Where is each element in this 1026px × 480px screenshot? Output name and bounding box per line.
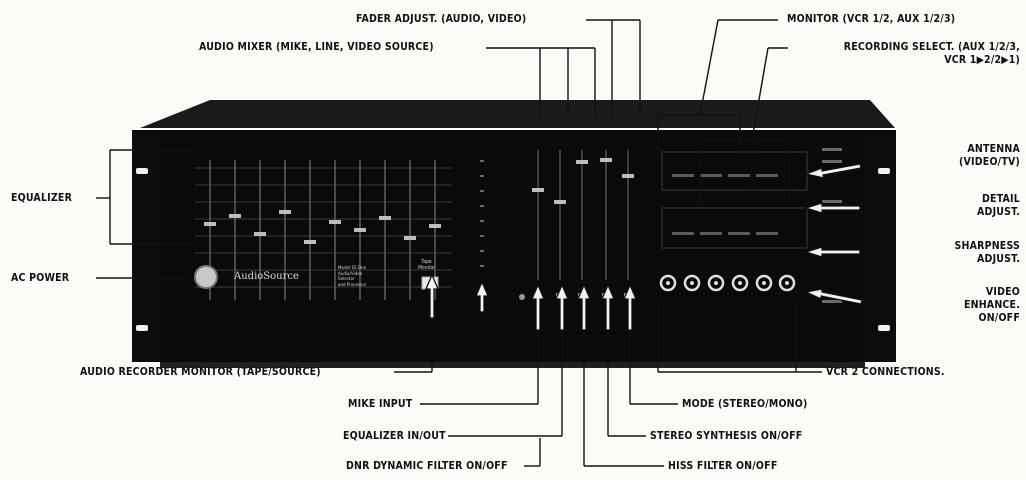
label-fader-adjust: FADER ADJUST. (AUDIO, VIDEO): [356, 13, 526, 26]
label-recording-select: RECORDING SELECT. (AUX 1/2/3, VCR 1▶2/2▶…: [844, 41, 1020, 67]
power-knob[interactable]: [195, 266, 217, 288]
label-detail-adjust: DETAIL ADJUST.: [977, 193, 1020, 219]
label-vcr2-connections: VCR 2 CONNECTIONS.: [826, 366, 945, 379]
label-antenna: ANTENNA (VIDEO/TV): [959, 143, 1020, 169]
label-mike-input: MIKE INPUT: [348, 398, 412, 411]
label-equalizer: EQUALIZER: [11, 192, 72, 205]
label-equalizer-in-out: EQUALIZER IN/OUT: [343, 430, 446, 443]
label-sharpness-adjust: SHARPNESS ADJUST.: [954, 240, 1020, 266]
label-video-enhance: VIDEO ENHANCE. ON/OFF: [964, 286, 1020, 325]
label-mode: MODE (STEREO/MONO): [682, 398, 808, 411]
label-audio-recorder-monitor: AUDIO RECORDER MONITOR (TAPE/SOURCE): [80, 366, 321, 379]
label-monitor: MONITOR (VCR 1/2, AUX 1/2/3): [787, 13, 955, 26]
label-hiss-filter: HISS FILTER ON/OFF: [668, 460, 777, 473]
device-top: [140, 100, 895, 128]
brand-logo: AudioSource: [234, 271, 299, 282]
label-stereo-synthesis: STEREO SYNTHESIS ON/OFF: [650, 430, 802, 443]
model-text: Model SS One Audio/Video Selector and Pr…: [338, 266, 366, 288]
label-ac-power: AC POWER: [11, 272, 69, 285]
label-audio-mixer: AUDIO MIXER (MIKE, LINE, VIDEO SOURCE): [199, 41, 434, 54]
mike-jack[interactable]: [519, 294, 525, 300]
tape-monitor-label: Tape Monitor: [418, 259, 435, 271]
label-dnr-filter: DNR DYNAMIC FILTER ON/OFF: [346, 460, 508, 473]
